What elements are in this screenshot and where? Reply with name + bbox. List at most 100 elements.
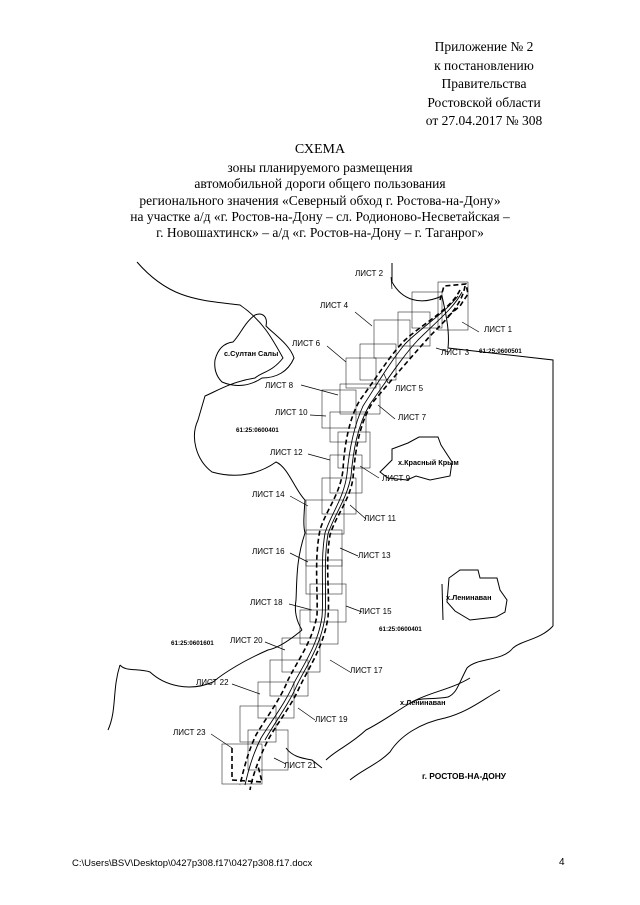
appendix-line: к постановлению xyxy=(434,57,534,73)
appendix-block: Приложение № 2 к постановлению Правитель… xyxy=(404,38,564,131)
sheet-label: ЛИСТ 21 xyxy=(284,761,317,770)
leader-line xyxy=(354,311,373,327)
leader-line xyxy=(339,547,359,557)
cadastral-number: 61:25:0600501 xyxy=(479,348,522,355)
heading-line: на участке а/д «г. Ростов-на-Дону – сл. … xyxy=(130,208,510,224)
sheet-frame xyxy=(239,705,277,743)
appendix-line: Приложение № 2 xyxy=(434,39,534,54)
river-bank xyxy=(349,689,501,781)
sheet-label: ЛИСТ 8 xyxy=(265,381,294,390)
schema-title: СХЕМА xyxy=(294,142,346,157)
sheet-label: ЛИСТ 23 xyxy=(173,728,206,737)
leader-line xyxy=(231,683,261,695)
sheet-label: ЛИСТ 13 xyxy=(358,551,391,560)
sheet-frame xyxy=(299,609,339,645)
sheet-label: ЛИСТ 19 xyxy=(315,715,348,724)
page-number: 4 xyxy=(559,857,565,868)
sheet-label: ЛИСТ 3 xyxy=(441,348,470,357)
map-boundaries xyxy=(107,261,554,781)
leader-line xyxy=(461,321,480,333)
appendix-line: от 27.04.2017 № 308 xyxy=(425,113,543,129)
leader-line xyxy=(300,384,339,396)
sheet-frame xyxy=(397,311,431,347)
leader-line xyxy=(289,495,309,507)
sheet-label: ЛИСТ 1 xyxy=(484,325,513,334)
appendix-line: Ростовской области xyxy=(427,94,541,110)
city-name: г. РОСТОВ-НА-ДОНУ xyxy=(422,771,507,781)
cadastral-number: 61:25:0600401 xyxy=(379,626,422,633)
heading-line: г. Новошахтинск» – а/д «г. Ростов-на-Дон… xyxy=(156,225,484,241)
leader-line xyxy=(309,414,327,417)
sheet-frame xyxy=(437,281,469,331)
place-labels: с.Султан Салы х.Красный Крым х.Ленинаван… xyxy=(224,349,507,781)
settlement-name: х.Ленинаван xyxy=(446,593,491,602)
sheet-frame xyxy=(337,431,371,469)
leader-lines xyxy=(210,276,480,765)
settlement-name: х.Красный Крым xyxy=(398,458,459,467)
settlement-name: х.Ленинаван xyxy=(400,698,445,707)
sheet-label: ЛИСТ 5 xyxy=(395,384,424,393)
sheet-frame xyxy=(305,559,343,595)
river-bank xyxy=(441,583,444,621)
river-bank xyxy=(325,677,471,761)
sheet-frames xyxy=(221,281,469,785)
sheet-label: ЛИСТ 12 xyxy=(270,448,303,457)
cadastral-number: 61:25:0601601 xyxy=(171,640,214,647)
sheet-frame xyxy=(269,659,309,697)
sheet-label: ЛИСТ 17 xyxy=(350,666,383,675)
leader-line xyxy=(345,605,363,613)
sheet-label: ЛИСТ 16 xyxy=(252,547,285,556)
leader-line xyxy=(326,345,347,363)
sheet-label: ЛИСТ 4 xyxy=(320,301,349,310)
sheet-label: ЛИСТ 9 xyxy=(382,474,411,483)
sheet-frame xyxy=(281,637,321,673)
cadastral-labels: 61:25:0600501 61:25:0600401 61:25:060040… xyxy=(171,348,522,647)
road-axis xyxy=(244,295,459,786)
sheet-frame xyxy=(309,583,347,623)
road-zone-boundary xyxy=(239,289,461,786)
road-zone-boundary xyxy=(231,748,264,783)
district-boundary xyxy=(391,263,554,626)
appendix-line: Правительства xyxy=(441,76,527,92)
sheet-frame xyxy=(305,499,345,535)
leader-line xyxy=(210,733,233,749)
sheet-frame xyxy=(321,389,357,429)
leader-line xyxy=(390,276,393,290)
settlement-outline xyxy=(214,313,295,386)
sheet-label: ЛИСТ 10 xyxy=(275,408,308,417)
sheet-label: ЛИСТ 18 xyxy=(250,598,283,607)
schema-heading: СХЕМА зоны планируемого размещения автом… xyxy=(80,142,560,241)
leader-line xyxy=(349,504,367,520)
sheet-frame xyxy=(345,357,377,389)
sheet-frame xyxy=(329,454,363,494)
leader-line xyxy=(377,404,396,420)
file-path: C:\Users\BSV\Desktop\0427p308.f17\0427p3… xyxy=(72,858,313,869)
leader-line xyxy=(297,707,316,721)
road-zone-boundary xyxy=(249,285,466,791)
sheet-label: ЛИСТ 7 xyxy=(398,413,427,422)
leader-line xyxy=(288,603,313,611)
heading-line: регионального значения «Северный обход г… xyxy=(139,192,501,208)
cadastral-number: 61:25:0600401 xyxy=(236,427,279,434)
district-boundary xyxy=(411,625,554,703)
sheet-label: ЛИСТ 20 xyxy=(230,636,263,645)
sheet-labels: ЛИСТ 1 ЛИСТ 2 ЛИСТ 3 ЛИСТ 4 ЛИСТ 5 ЛИСТ … xyxy=(173,269,513,770)
leader-line xyxy=(359,465,380,479)
sheet-frame xyxy=(339,383,381,415)
settlement-name: с.Султан Салы xyxy=(224,349,278,358)
leader-line xyxy=(273,757,287,765)
sheet-frame xyxy=(247,729,289,771)
sheet-frame xyxy=(329,411,367,443)
road-axis xyxy=(264,291,463,741)
sheet-frame xyxy=(305,529,343,567)
leader-line xyxy=(435,347,450,353)
district-boundary xyxy=(107,664,121,731)
district-boundary xyxy=(136,261,306,534)
settlement-outline xyxy=(446,569,508,621)
leader-line xyxy=(329,659,351,673)
sheet-frame xyxy=(373,319,411,359)
sheet-frame xyxy=(221,743,263,785)
sheet-label: ЛИСТ 6 xyxy=(292,339,321,348)
leader-line xyxy=(307,453,331,461)
